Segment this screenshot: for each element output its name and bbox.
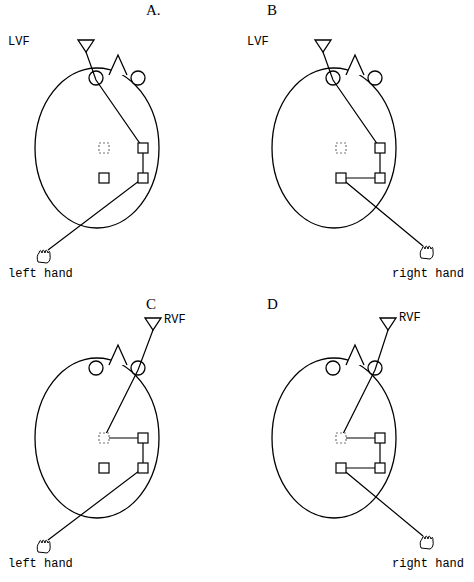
panel-letter: B (267, 2, 277, 19)
eye-symbol (89, 71, 103, 85)
panel-label: left hand (8, 558, 73, 571)
brain-area-square (336, 143, 346, 153)
eye-symbol (368, 71, 382, 85)
pathway-line (48, 330, 153, 540)
nose-symbol (109, 55, 127, 75)
stimulus-triangle (315, 40, 331, 52)
eye-symbol (131, 71, 145, 85)
brain-area-square (138, 143, 148, 153)
panel-label: RVF (164, 314, 186, 327)
head-panel (35, 318, 161, 553)
panel-label: LVF (8, 36, 30, 49)
panel-label: left hand (8, 268, 73, 281)
brain-area-square (138, 463, 148, 473)
pathway-line (341, 330, 423, 536)
head-outline (272, 68, 396, 228)
head-panel (272, 40, 433, 259)
nose-symbol (109, 345, 127, 365)
nose-symbol (346, 345, 364, 365)
brain-area-square (375, 433, 385, 443)
eye-symbol (131, 361, 145, 375)
pathway-line (48, 52, 143, 250)
head-outline (35, 358, 159, 518)
brain-area-square (99, 463, 109, 473)
panel-letter: D (267, 296, 278, 313)
brain-area-square (99, 173, 109, 183)
eye-symbol (326, 71, 340, 85)
stimulus-triangle (380, 318, 396, 330)
hand-icon (37, 540, 50, 553)
brain-area-square (138, 173, 148, 183)
brain-area-square (375, 173, 385, 183)
eye-symbol (326, 361, 340, 375)
head-panel (272, 318, 433, 549)
brain-area-square (99, 143, 109, 153)
brain-area-square (375, 463, 385, 473)
stimulus-triangle (145, 318, 161, 330)
hand-icon (37, 250, 50, 263)
eye-symbol (368, 361, 382, 375)
stimulus-triangle (78, 40, 94, 52)
pathway-line (323, 52, 423, 246)
brain-area-square (336, 173, 346, 183)
panel-label: RVF (399, 312, 421, 325)
brain-area-square (336, 433, 346, 443)
hand-icon (420, 246, 433, 259)
brain-area-square (99, 433, 109, 443)
panel-label: LVF (247, 36, 269, 49)
panel-letter: C (146, 296, 156, 313)
brain-area-square (138, 433, 148, 443)
brain-area-square (375, 143, 385, 153)
panel-label: right hand (392, 268, 464, 281)
brain-area-square (336, 463, 346, 473)
head-outline (35, 68, 159, 228)
panel-label: right hand (392, 558, 464, 571)
head-panel (35, 40, 159, 263)
eye-symbol (89, 361, 103, 375)
head-outline (272, 358, 396, 518)
panel-letter: A. (146, 2, 161, 19)
nose-symbol (346, 55, 364, 75)
hand-icon (420, 536, 433, 549)
